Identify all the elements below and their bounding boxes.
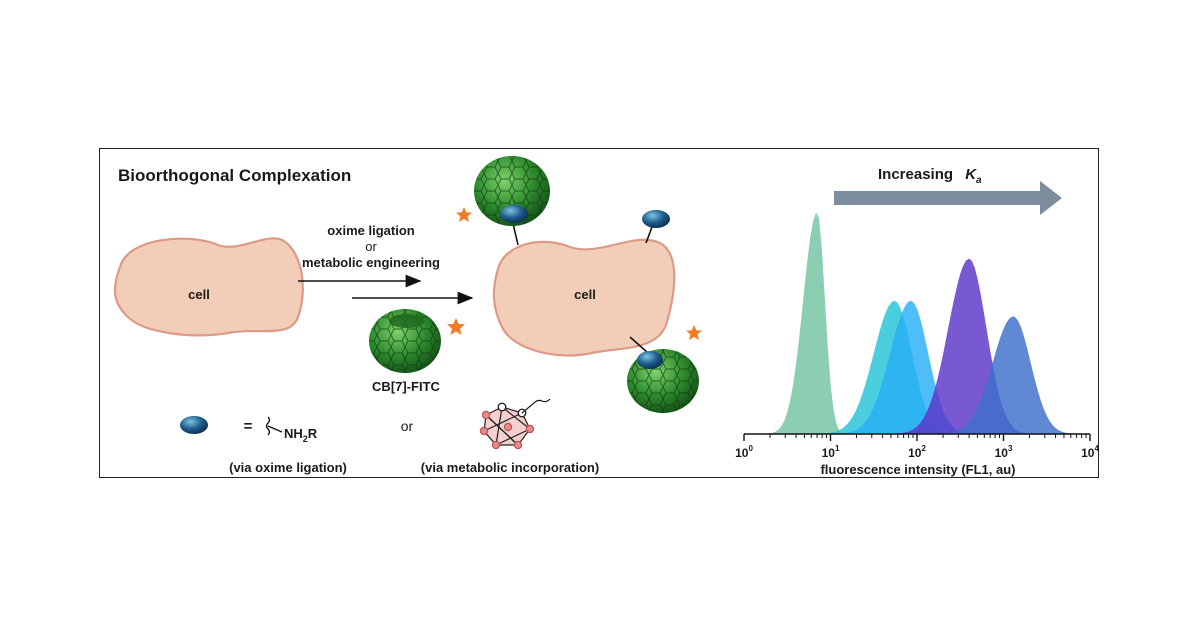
ka-symbol-sub: a <box>976 175 982 186</box>
amine-sub: 2 <box>303 434 308 444</box>
host-label: CB[7]-FITC <box>372 379 440 394</box>
guest-top-icon <box>500 205 528 223</box>
histogram-chart: Increasing Ka 100 101 102 103 104 fluorescen… <box>735 166 1099 477</box>
amine-group: NH2R <box>284 426 318 444</box>
fitc-star-bottom-icon <box>686 325 702 340</box>
histogram-series-5 <box>744 316 1090 434</box>
caption-left: (via oxime ligation) <box>229 460 347 475</box>
arrow-label-line3: metabolic engineering <box>302 255 440 270</box>
guest-legend-icon <box>180 416 208 434</box>
x-tick-label: 101 <box>822 444 840 460</box>
tether-free-guest <box>645 226 653 244</box>
x-tick-label: 102 <box>908 444 926 460</box>
cb7-host-top-icon <box>474 156 550 226</box>
arrow-label-line2: or <box>365 239 377 254</box>
x-axis-ticks: 100 101 102 103 104 <box>735 434 1099 460</box>
cell-left <box>113 237 304 337</box>
figure-frame: Bioorthogonal Complexation cell oxime li… <box>99 148 1099 478</box>
cell-right <box>492 238 676 357</box>
x-tick-label: 100 <box>735 444 753 460</box>
x-tick-label: 103 <box>995 444 1013 460</box>
wavy-bond-icon <box>265 416 271 436</box>
guest-free-icon <box>642 210 670 228</box>
arrow-label-line1: oxime ligation <box>327 223 414 238</box>
tether-bottom <box>629 336 649 354</box>
fitc-star-top-icon <box>456 207 472 222</box>
fitc-star-icon <box>447 318 465 335</box>
ka-arrow-text: Increasing <box>878 166 953 183</box>
figure-title: Bioorthogonal Complexation <box>118 166 351 185</box>
histogram-series-3 <box>744 300 1090 434</box>
histogram-areas <box>744 212 1090 434</box>
amine-nh: NH <box>284 426 303 441</box>
guest-bottom-icon <box>637 351 663 369</box>
cell-left-label: cell <box>188 287 210 302</box>
amine-bond <box>267 425 283 433</box>
x-tick-label: 104 <box>1081 444 1099 460</box>
caption-right: (via metabolic incorporation) <box>421 460 599 475</box>
figure-canvas: Bioorthogonal Complexation cell oxime li… <box>113 156 1099 477</box>
histogram-series-1 <box>744 212 1090 434</box>
ka-arrow-icon <box>834 181 1062 215</box>
ka-arrow-label: Increasing Ka <box>878 166 982 186</box>
cb7-host-icon <box>369 309 441 373</box>
cell-right-label: cell <box>574 287 596 302</box>
ka-symbol: K <box>965 166 977 183</box>
or-label: or <box>401 418 414 434</box>
amine-r: R <box>308 426 318 441</box>
carborane-icon <box>479 398 551 450</box>
x-axis-label: fluorescence intensity (FL1, au) <box>820 462 1015 477</box>
equals-sign: = <box>244 418 253 435</box>
